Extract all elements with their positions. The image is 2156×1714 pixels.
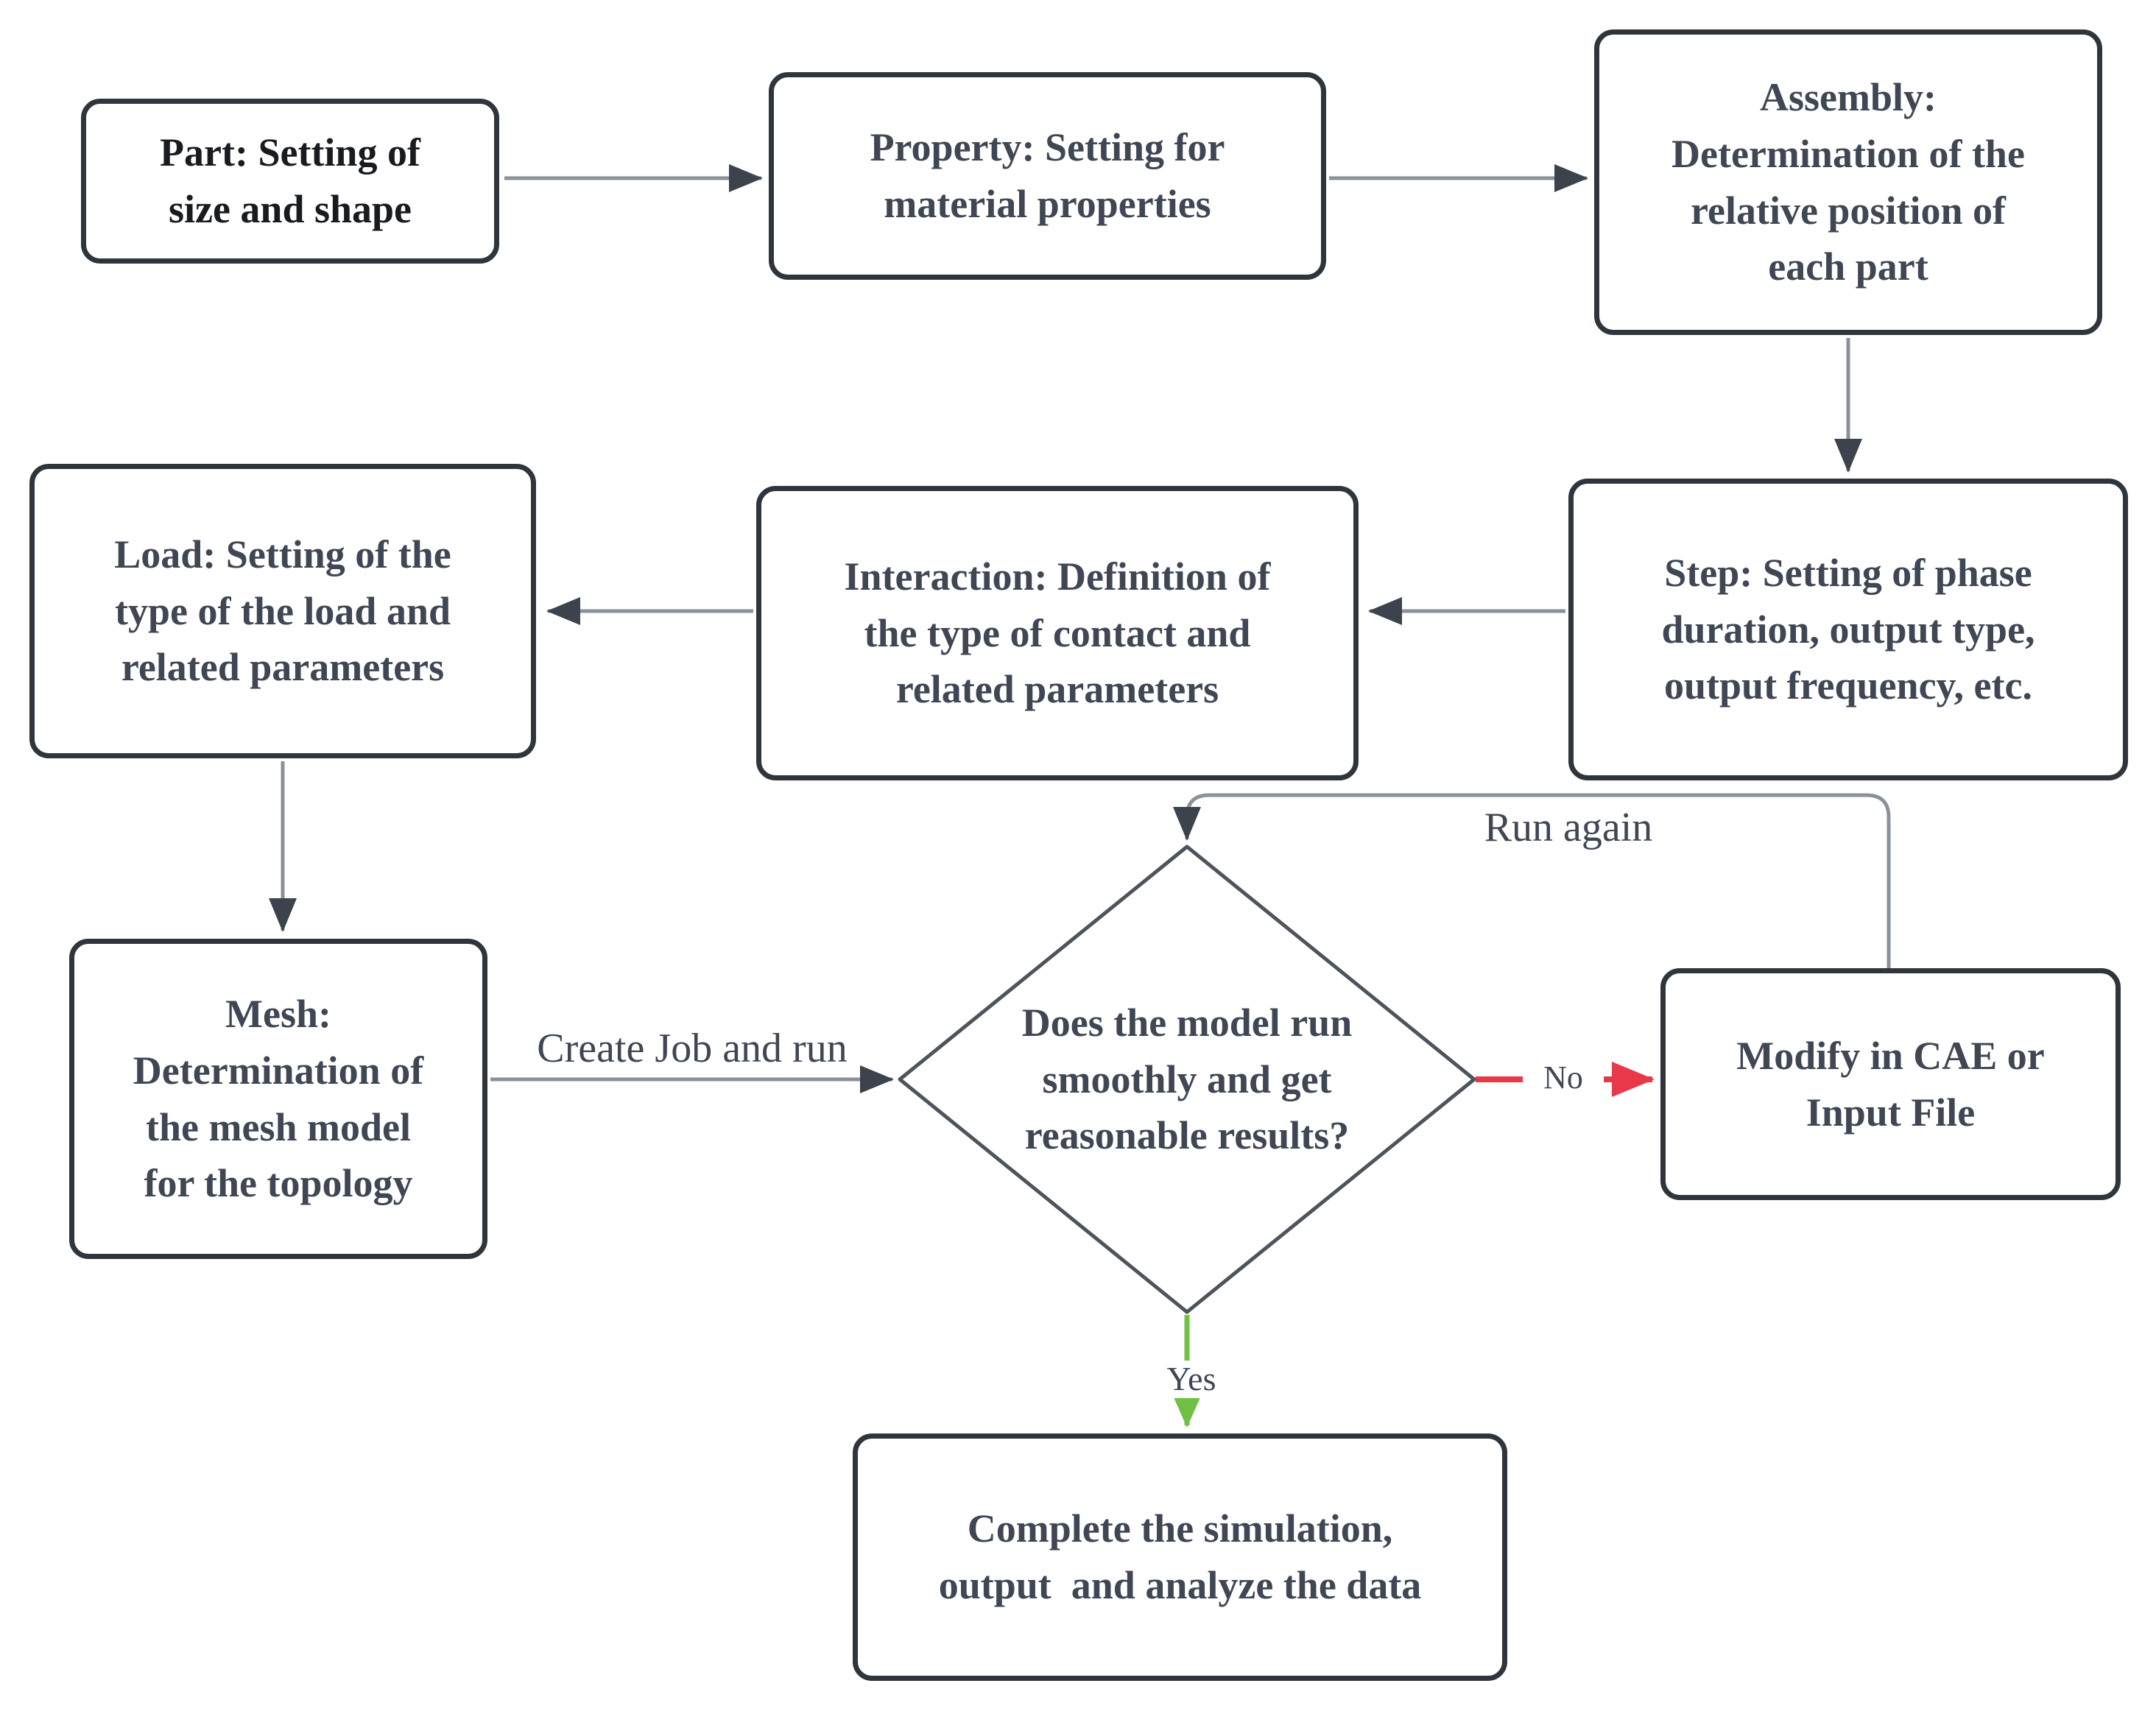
node-decision-text: Does the model run — [1021, 1000, 1353, 1045]
node-interaction-text: Interaction: Definition of — [844, 554, 1271, 599]
node-modify: Modify in CAE or Input File — [1660, 968, 2121, 1200]
node-complete-text: output and analyze the data — [938, 1563, 1422, 1607]
node-assembly-text: relative position of — [1691, 188, 2006, 233]
node-modify-text: Modify in CAE or — [1736, 1033, 2045, 1078]
node-property-text: Property: Setting for — [870, 125, 1225, 170]
node-step-text: Step: Setting of phase — [1664, 550, 2032, 595]
node-part-text: Part: Setting of — [160, 130, 420, 175]
node-decision-text: smoothly and get — [1042, 1057, 1332, 1101]
node-mesh-text: Determination of — [133, 1048, 424, 1093]
decision-diamond-shape — [898, 844, 1476, 1314]
arrow-modify-run-again-to-decision — [1173, 793, 1891, 968]
node-property-text: material properties — [884, 182, 1211, 226]
node-assembly-text: Determination of the — [1671, 131, 2025, 176]
node-step-text: output frequency, etc. — [1664, 663, 2032, 708]
node-mesh-text: the mesh model — [146, 1104, 411, 1149]
node-mesh-text: Mesh: — [225, 992, 331, 1037]
node-modify-text: Input File — [1806, 1090, 1976, 1135]
node-assembly-text: Assembly: — [1760, 75, 1937, 120]
node-load-text: related parameters — [121, 645, 445, 690]
label-run-again: Run again — [1484, 805, 1653, 850]
label-yes: Yes — [1140, 1360, 1243, 1398]
node-interaction-text: related parameters — [895, 667, 1219, 712]
node-part-text: size and shape — [168, 187, 412, 231]
node-decision: Does the model run smoothly and get reas… — [937, 957, 1437, 1202]
label-create-job-and-run: Create Job and run — [537, 1026, 848, 1071]
node-load: Load: Setting of the type of the load an… — [29, 464, 536, 758]
node-mesh: Mesh: Determination of the mesh model fo… — [69, 939, 487, 1259]
node-part: Part: Setting of size and shape — [81, 99, 499, 264]
node-mesh-text: for the topology — [144, 1161, 413, 1206]
label-no: No — [1523, 1059, 1604, 1096]
node-decision-text: reasonable results? — [1024, 1113, 1350, 1158]
node-step-text: duration, output type, — [1661, 607, 2035, 652]
node-complete: Complete the simulation, output and anal… — [853, 1433, 1507, 1681]
node-interaction-text: the type of contact and — [864, 610, 1251, 655]
node-step: Step: Setting of phase duration, output … — [1568, 479, 2128, 780]
node-load-text: type of the load and — [114, 588, 451, 633]
node-load-text: Load: Setting of the — [114, 532, 451, 576]
node-interaction: Interaction: Definition of the type of c… — [756, 486, 1359, 780]
node-property: Property: Setting for material propertie… — [769, 72, 1326, 280]
node-complete-text: Complete the simulation, — [967, 1506, 1393, 1551]
node-assembly-text: each part — [1768, 244, 1928, 289]
node-assembly: Assembly: Determination of the relative … — [1594, 29, 2102, 335]
